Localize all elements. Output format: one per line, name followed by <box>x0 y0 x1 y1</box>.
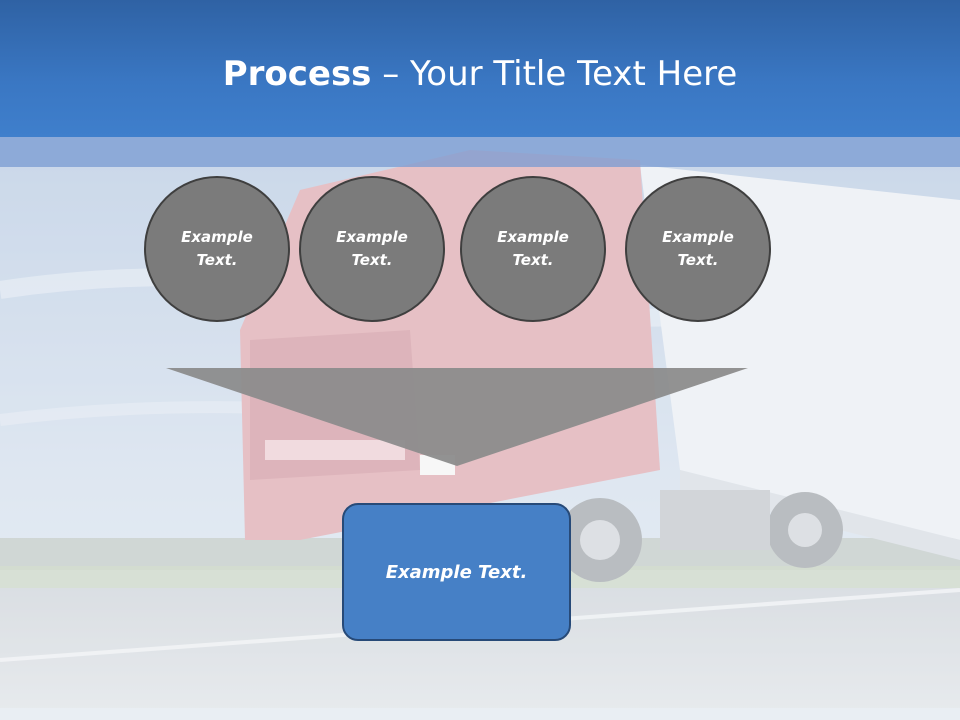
process-step-circle-3[interactable]: Example Text. <box>460 176 606 322</box>
step-label: Example Text. <box>497 228 569 269</box>
slide-title: Process – Your Title Text Here <box>0 52 960 96</box>
result-box[interactable]: Example Text. <box>342 503 571 641</box>
title-underline-band <box>0 137 960 167</box>
title-rest: – Your Title Text Here <box>371 54 738 94</box>
step-label: Example Text. <box>181 228 253 269</box>
title-bar <box>0 0 960 137</box>
process-step-circle-4[interactable]: Example Text. <box>625 176 771 322</box>
step-label: Example Text. <box>662 228 734 269</box>
funnel-arrow <box>166 368 748 466</box>
process-step-circle-2[interactable]: Example Text. <box>299 176 445 322</box>
step-label: Example Text. <box>336 228 408 269</box>
title-bold: Process <box>222 54 372 94</box>
result-label: Example Text. <box>385 561 528 583</box>
process-step-circle-1[interactable]: Example Text. <box>144 176 290 322</box>
